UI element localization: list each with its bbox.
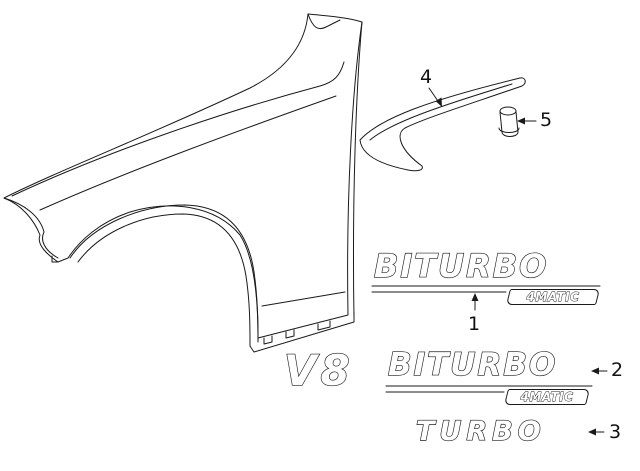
fender-rear-edge <box>352 21 363 319</box>
fender-crease-lower <box>39 95 337 211</box>
wheel-arch-inner <box>77 213 251 347</box>
callout-5: 5 <box>540 109 553 131</box>
fender-front-notch <box>3 197 59 259</box>
arrowhead-4 <box>435 97 442 107</box>
fender-top-flange <box>307 13 341 30</box>
arrowhead-5 <box>517 117 525 125</box>
fender-tab-d <box>51 255 59 263</box>
fender-tab-b <box>285 329 295 339</box>
emblem-biturbo-upper: BITURBO <box>373 247 549 285</box>
fender-tab-a <box>263 335 273 345</box>
callout-1: 1 <box>468 313 481 335</box>
fender-outline <box>3 13 363 339</box>
emblem-biturbo-middle: BITURBO <box>387 347 558 383</box>
grommet-top <box>499 106 517 116</box>
side-trim-inner <box>369 83 513 141</box>
emblem-4matic-middle: 4MATIC <box>520 390 574 405</box>
fender-bottom-flange <box>249 311 355 353</box>
grommet-collar <box>498 127 520 133</box>
fender-crease-upper <box>11 61 345 197</box>
wheel-arch-outer <box>69 204 259 343</box>
fender-side-line <box>261 291 346 307</box>
fender-tab-c <box>317 320 331 331</box>
callout-3: 3 <box>609 421 622 443</box>
arrowhead-3 <box>588 428 596 436</box>
emblem-turbo: TURBO <box>415 416 546 447</box>
arrowhead-1 <box>471 293 479 301</box>
callout-2: 2 <box>611 359 624 381</box>
arrowhead-2 <box>591 367 599 375</box>
emblem-4matic-middle-badge: 4MATIC <box>504 389 590 405</box>
emblem-v8: V8 <box>283 346 354 395</box>
side-trim-outline <box>359 77 526 172</box>
callout-4: 4 <box>420 66 433 88</box>
emblem-4matic-upper-badge: 4MATIC <box>506 289 600 305</box>
grommet-body <box>499 111 519 137</box>
emblem-4matic-upper: 4MATIC <box>526 290 580 305</box>
